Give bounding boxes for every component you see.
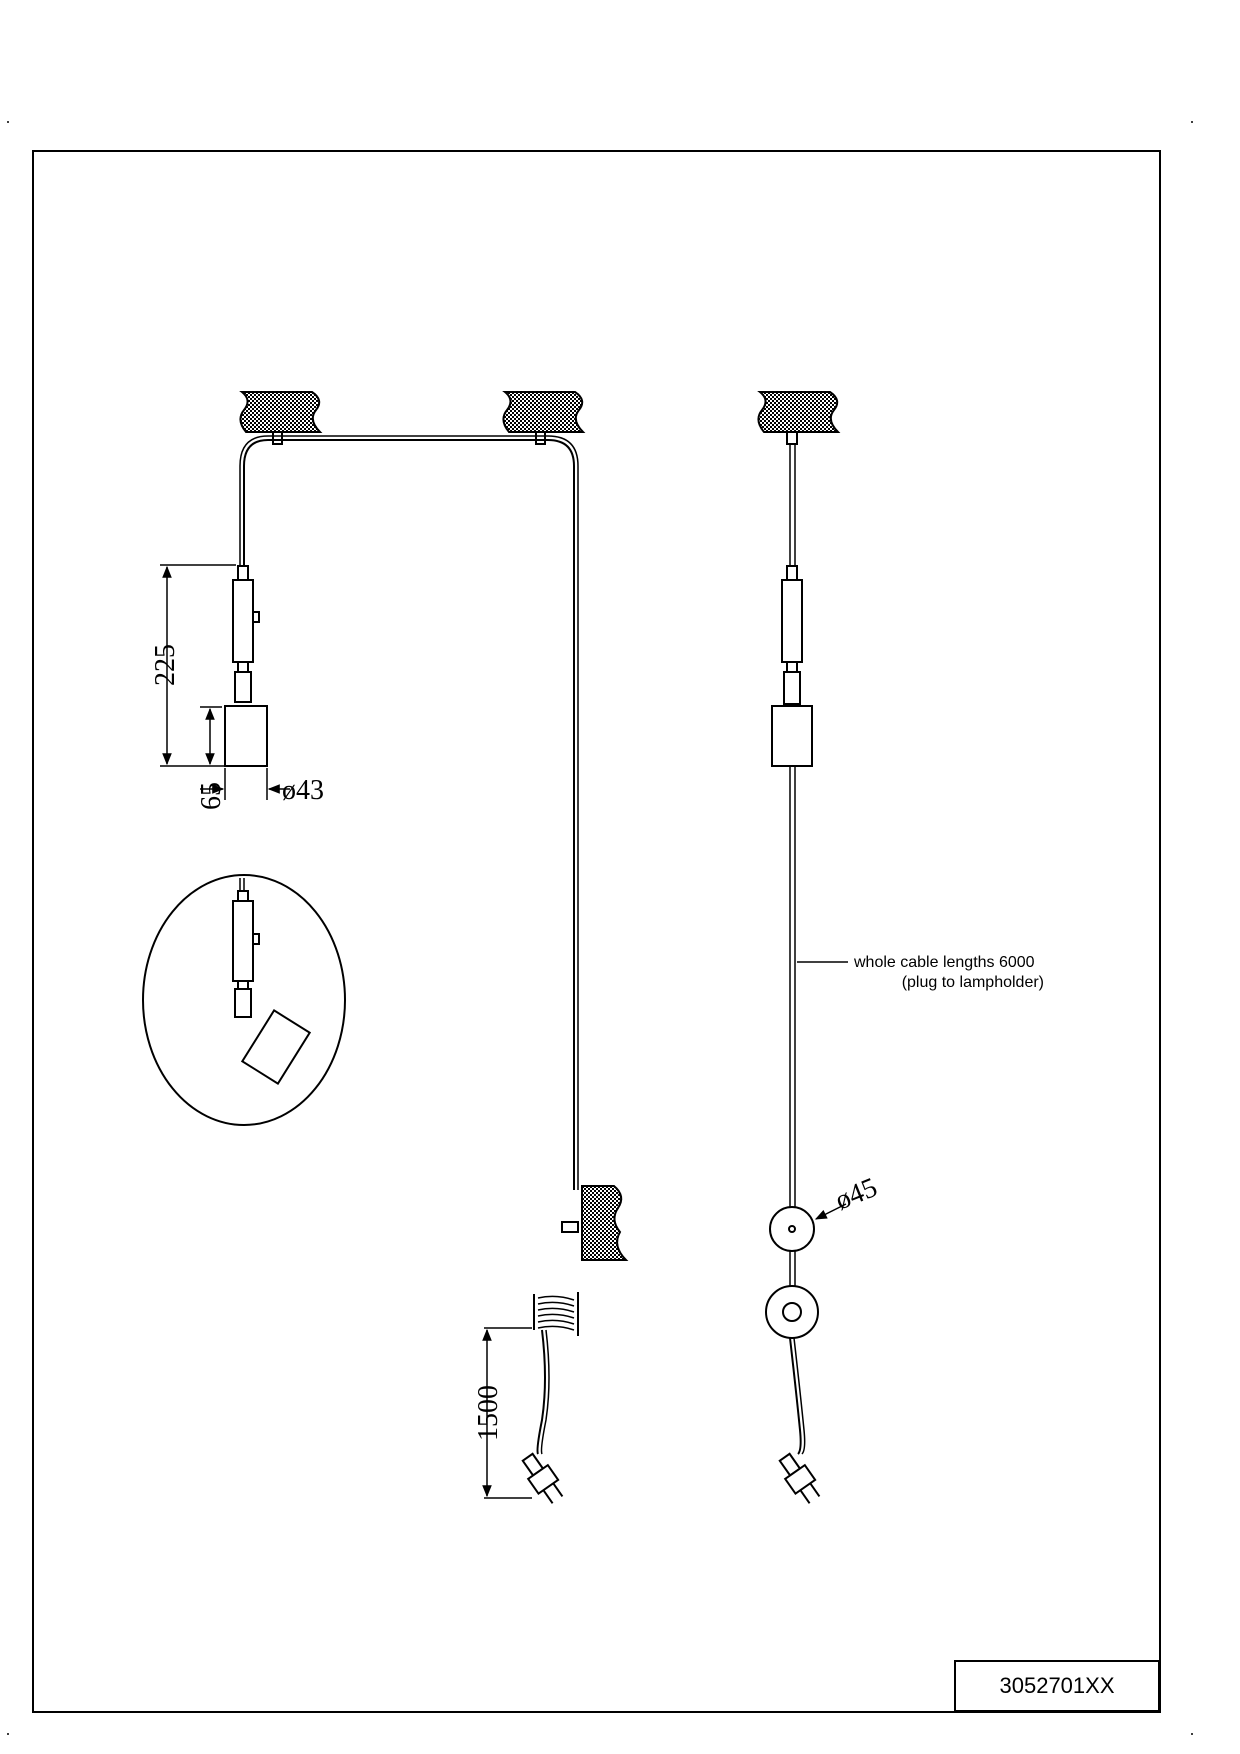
detail-joint: [237, 980, 249, 990]
detail-lampholder-tilted: [240, 1009, 312, 1085]
plug-cable-inner: [540, 1329, 550, 1455]
cable-length-note-line1: whole cable lengths 6000: [853, 954, 1035, 971]
detail-switch-button: [252, 933, 260, 945]
front-swivel-arm: [783, 671, 801, 705]
switch-housing: [232, 579, 254, 663]
front-rosette-hole: [788, 1225, 796, 1233]
side-view: [224, 391, 629, 1504]
front-connector: [786, 565, 798, 581]
front-lampholder: [771, 705, 813, 767]
ceiling-block-left: [239, 391, 323, 433]
plug-right: [778, 1452, 821, 1504]
wall-block: [581, 1185, 629, 1261]
front-spool-core: [782, 1302, 802, 1322]
detail-connector: [237, 890, 249, 902]
switch-button: [252, 611, 260, 623]
ceiling-hook-right: [535, 431, 546, 445]
dimension-225: 225: [150, 644, 181, 686]
drawing-frame: [32, 150, 1161, 1713]
ceiling-block-right: [502, 391, 586, 433]
diameter-45-leader: [814, 1203, 847, 1220]
front-joint: [786, 661, 798, 673]
joint: [237, 661, 249, 673]
dimension-diameter-43: ø43: [282, 775, 324, 806]
detail-switch-housing: [232, 900, 254, 982]
part-number: 3052701XX: [999, 1673, 1115, 1698]
front-switch-housing: [781, 579, 803, 663]
dimension-65: 65: [196, 782, 227, 810]
plug-left: [521, 1452, 564, 1504]
ceiling-hook-left: [272, 431, 283, 445]
leader-lines-right: [797, 961, 848, 1220]
dimension-lines-left: [160, 564, 532, 1499]
cable-outer: [243, 439, 575, 1190]
detail-swivel-arm: [234, 988, 252, 1018]
corner-marks: [7, 121, 1193, 1735]
detail-view: [142, 874, 346, 1126]
cable-length-note-line2: (plug to lampholder): [902, 974, 1044, 991]
title-block: 3052701XX: [954, 1660, 1160, 1712]
dimension-1500: 1500: [473, 1385, 504, 1441]
cable-inner: [239, 435, 579, 1190]
cable-connector: [237, 565, 249, 581]
detail-ellipse: [142, 874, 346, 1126]
front-ceiling-hook: [786, 431, 798, 445]
front-plug-cable-inner: [793, 1337, 806, 1455]
swivel-arm: [234, 671, 252, 703]
lampholder: [224, 705, 268, 767]
front-ceiling-block: [757, 391, 841, 433]
front-plug-cable: [789, 1337, 802, 1455]
spool-coil: [537, 1295, 575, 1331]
plug-cable: [536, 1329, 546, 1455]
front-view: [757, 391, 841, 1504]
wall-hook: [561, 1221, 579, 1233]
dimension-diameter-45: ø45: [831, 1172, 882, 1216]
